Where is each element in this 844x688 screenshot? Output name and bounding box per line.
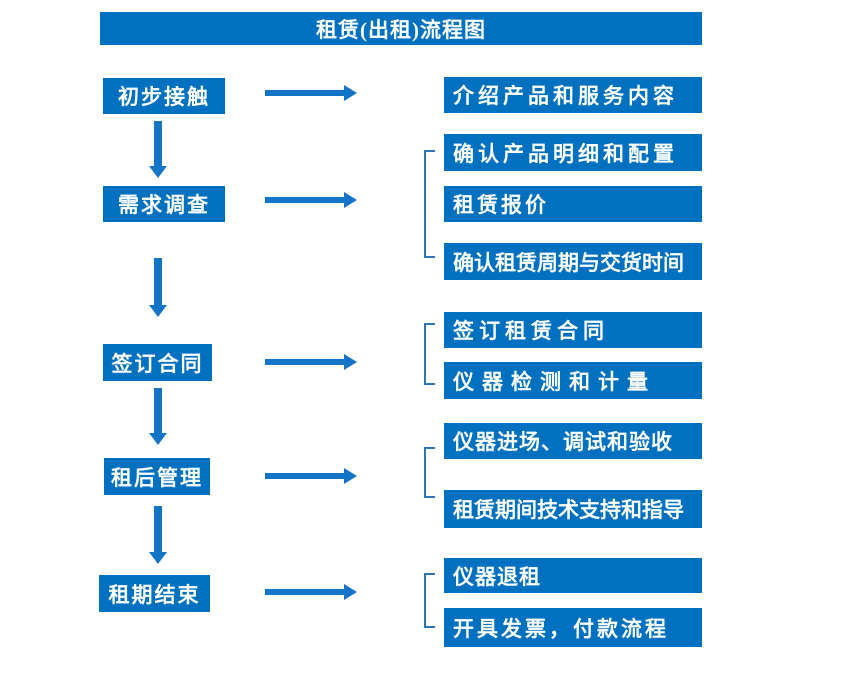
arrow-right-icon (265, 584, 357, 600)
detail-instrument-return: 仪器退租 (444, 558, 702, 593)
arrow-head (344, 192, 357, 208)
arrow-head (344, 354, 357, 370)
arrow-down-icon (149, 506, 167, 564)
detail-intro-products-services: 介绍产品和服务内容 (444, 77, 702, 113)
detail-instrument-arrival-debug-acceptance: 仪器进场、调试和验收 (444, 423, 702, 459)
arrow-shaft (154, 506, 162, 552)
arrow-shaft (154, 388, 162, 433)
arrow-shaft (265, 359, 344, 365)
arrow-head (344, 85, 357, 101)
detail-sign-rental-contract: 签订租赁合同 (444, 312, 702, 348)
step-sign-contract: 签订合同 (103, 344, 212, 381)
arrow-shaft (265, 90, 344, 96)
arrow-right-icon (265, 192, 357, 208)
detail-confirm-rental-period-delivery: 确认租赁周期与交货时间 (444, 243, 702, 280)
arrow-head (149, 552, 167, 564)
arrow-down-icon (149, 121, 167, 178)
detail-confirm-product-details-config: 确认产品明细和配置 (444, 134, 702, 171)
arrow-head (344, 468, 357, 484)
bracket-icon-group-management (424, 447, 435, 498)
arrow-head (149, 166, 167, 178)
detail-invoice-payment-process: 开具发票，付款流程 (444, 608, 702, 647)
arrow-head (149, 433, 167, 445)
bracket-icon-group-end (424, 573, 435, 628)
arrow-right-icon (265, 85, 357, 101)
step-demand-survey: 需求调查 (103, 186, 225, 222)
flowchart-title: 租赁(出租)流程图 (100, 12, 702, 45)
detail-rental-tech-support-guidance: 租赁期间技术支持和指导 (444, 490, 702, 528)
arrow-shaft (265, 589, 344, 595)
bracket-icon-group-contract (424, 323, 435, 385)
arrow-shaft (265, 473, 344, 479)
arrow-down-icon (149, 388, 167, 445)
arrow-shaft (154, 258, 162, 305)
detail-instrument-inspection-metering: 仪器检测和计量 (444, 362, 702, 399)
bracket-icon-group-demand (424, 150, 435, 258)
arrow-head (344, 584, 357, 600)
step-post-rental-management: 租后管理 (104, 458, 210, 495)
step-initial-contact: 初步接触 (103, 78, 225, 114)
arrow-head (149, 305, 167, 317)
arrow-shaft (265, 197, 344, 203)
arrow-right-icon (265, 468, 357, 484)
arrow-shaft (154, 121, 162, 166)
step-rental-end: 租期结束 (99, 575, 210, 612)
arrow-down-icon (149, 258, 167, 317)
detail-rental-quote: 租赁报价 (444, 186, 702, 222)
arrow-right-icon (265, 354, 357, 370)
